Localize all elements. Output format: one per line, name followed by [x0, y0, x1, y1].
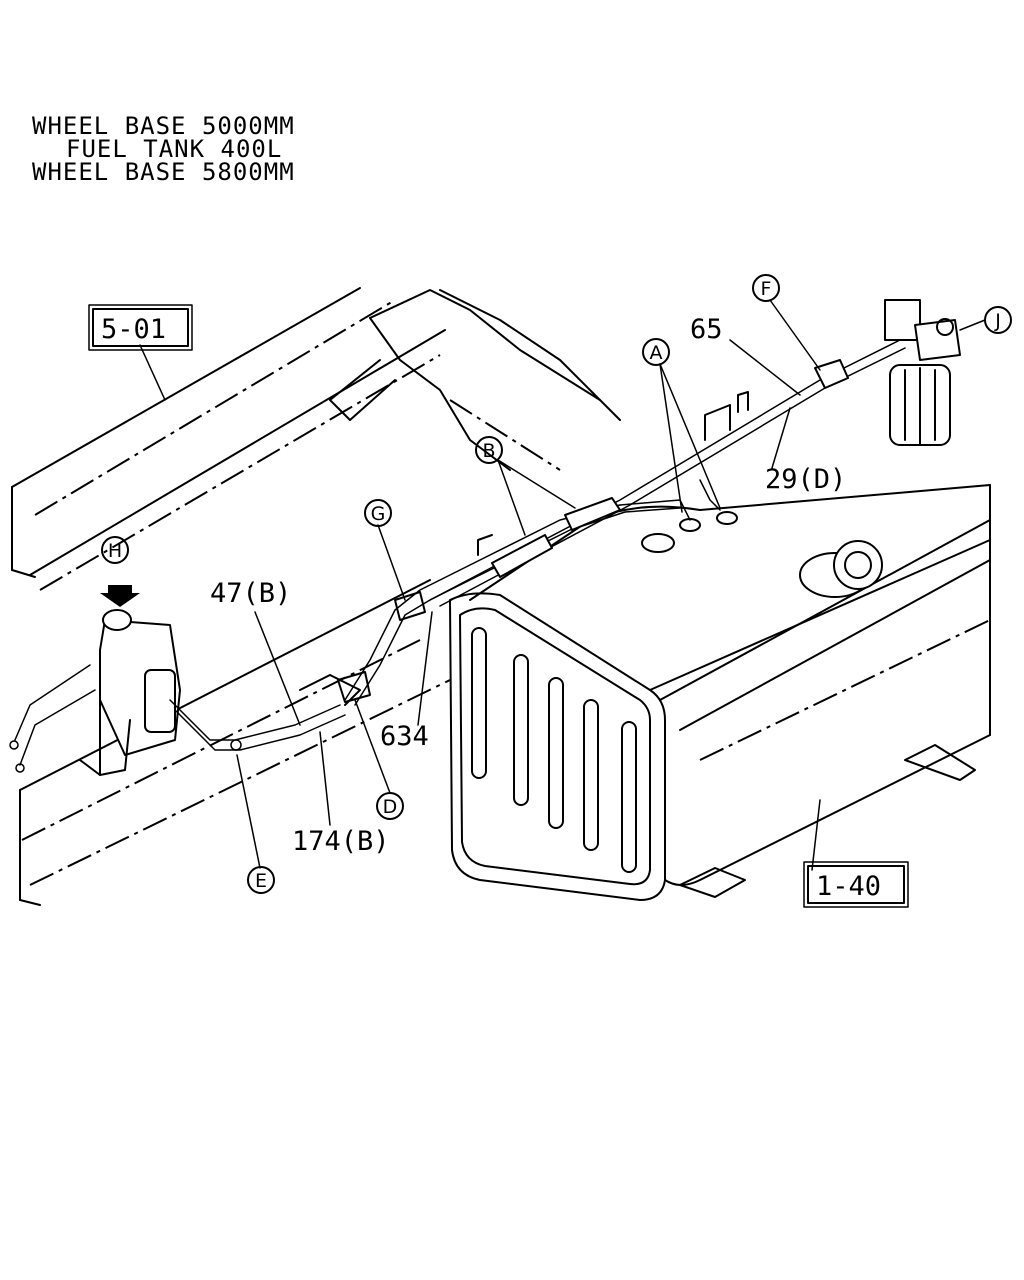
water-separator-left [9, 585, 181, 776]
callout-g-letter: G [371, 503, 386, 525]
callout-a[interactable]: A [642, 338, 670, 366]
fuel-pipes [169, 339, 906, 751]
callout-d-letter: D [383, 796, 398, 818]
frame-rail-lower [19, 519, 991, 906]
callout-h-letter: H [108, 540, 122, 562]
leader-lines [139, 299, 986, 871]
callout-e[interactable]: E [247, 866, 275, 894]
header-line-1: WHEEL BASE 5000MM [32, 112, 295, 140]
callout-g[interactable]: G [364, 499, 392, 527]
fuel-filter-right [884, 299, 961, 446]
ref-tank-label: 1-40 [816, 871, 881, 902]
callout-j[interactable]: J [984, 306, 1012, 334]
part-label-47b[interactable]: 47(B) [210, 578, 291, 609]
part-label-174b[interactable]: 174(B) [292, 826, 390, 857]
callout-h[interactable]: H [101, 536, 129, 564]
frame-rail-upper [11, 287, 621, 591]
part-label-65[interactable]: 65 [690, 314, 723, 345]
header-line-2: FUEL TANK 400L [66, 135, 282, 163]
ref-box-tank[interactable]: 1-40 [803, 861, 909, 908]
part-label-29d[interactable]: 29(D) [765, 464, 846, 495]
view-arrow-h [100, 585, 140, 607]
fuel-tank [449, 484, 991, 901]
callout-b-letter: B [482, 440, 495, 462]
callout-b[interactable]: B [475, 436, 503, 464]
callout-e-letter: E [255, 870, 267, 892]
header-line-3: WHEEL BASE 5800MM [32, 158, 295, 186]
callout-f[interactable]: F [752, 274, 780, 302]
callout-a-letter: A [650, 342, 663, 364]
callout-f-letter: F [761, 278, 772, 300]
part-label-634[interactable]: 634 [380, 721, 429, 752]
callout-j-letter: J [994, 310, 1001, 332]
ref-frame-label: 5-01 [101, 314, 166, 345]
callout-d[interactable]: D [376, 792, 404, 820]
ref-box-frame[interactable]: 5-01 [88, 304, 193, 351]
